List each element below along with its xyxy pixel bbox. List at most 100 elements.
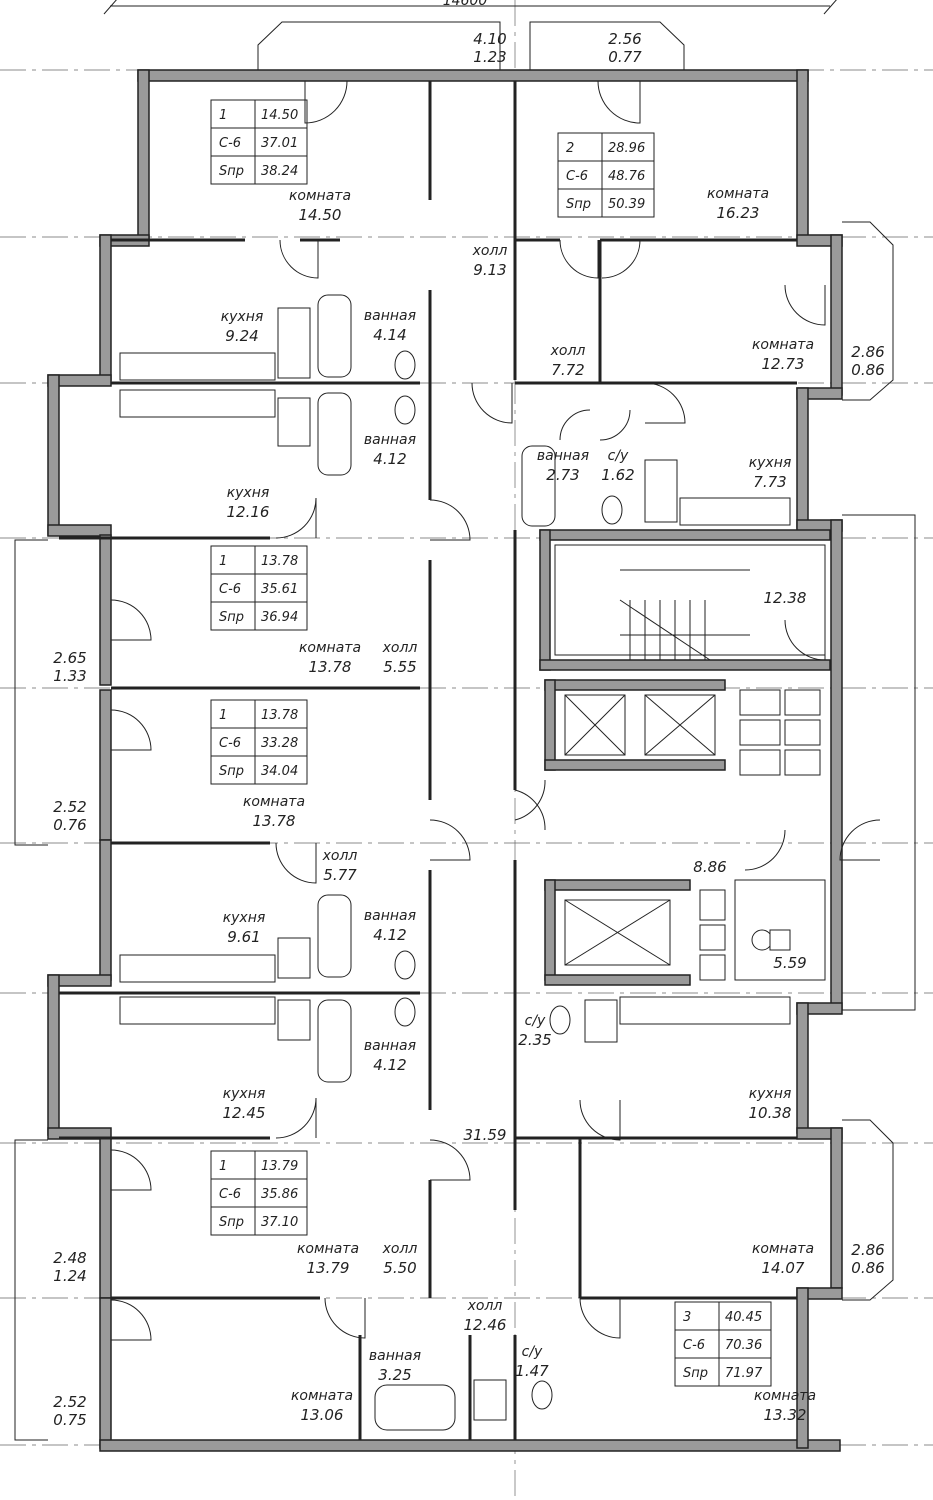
room-name: кухня	[749, 1086, 792, 1102]
room-area: 3.25	[378, 1366, 411, 1384]
balcony-side-4-coef: 0.86	[851, 1259, 884, 1277]
labels: 4.10 1.23 2.56 0.77 2.86 0.86 2.65 1.33 …	[53, 30, 884, 1429]
balcony-top-2-area: 2.56	[608, 30, 641, 48]
room-label: с/у 2.35	[518, 1013, 551, 1049]
room-label: кухня 12.45	[223, 1086, 266, 1122]
stair-core	[539, 529, 831, 986]
room-area: 5.55	[383, 658, 416, 676]
room-area: 7.72	[551, 361, 584, 379]
room-name: с/у	[525, 1013, 546, 1029]
room-area: 1.47	[515, 1362, 549, 1380]
room-area: 5.50	[383, 1259, 416, 1277]
apartment-living-area: 13.78	[261, 554, 298, 569]
apartment-s-value: 71.97	[725, 1366, 763, 1381]
room-area: 14.50	[299, 206, 342, 224]
room-name: холл	[322, 848, 358, 864]
room-name: комната	[243, 794, 305, 810]
room-name: кухня	[227, 485, 270, 501]
balcony-side-2-area: 2.65	[53, 649, 86, 667]
apartment-living-area: 13.78	[261, 708, 298, 723]
room-area: 5.77	[323, 866, 357, 884]
room-name: ванная	[369, 1348, 421, 1364]
apartment-c-value: 35.61	[261, 582, 298, 597]
room-name: ванная	[364, 1038, 416, 1054]
room-area: 16.23	[717, 204, 760, 222]
apartment-s-value: 37.10	[261, 1215, 298, 1230]
balcony-side-6-coef: 0.75	[53, 1411, 86, 1429]
apartment-rooms: 1	[219, 554, 227, 569]
room-name: ванная	[364, 308, 416, 324]
room-label: комната 13.32	[754, 1388, 816, 1424]
apartment-rooms: 1	[219, 708, 227, 723]
room-area: 8.86	[693, 858, 726, 876]
room-label: с/у1.47	[515, 1344, 549, 1380]
room-name: комната	[754, 1388, 816, 1404]
room-name: комната	[299, 640, 361, 656]
apartment-c-value: 48.76	[608, 169, 645, 184]
side-bays	[14, 221, 916, 1441]
apartment-c-label: С-6	[219, 736, 241, 751]
room-area: 7.73	[753, 473, 786, 491]
apartment-s-label: Sпр	[219, 1215, 244, 1230]
top-balconies	[257, 21, 685, 70]
apartment-c-value: 37.01	[261, 136, 298, 151]
apartment-s-value: 34.04	[261, 764, 298, 779]
room-area: 13.78	[253, 812, 296, 830]
outer-walls	[47, 69, 843, 1452]
balcony-side-1-area: 2.86	[851, 343, 884, 361]
room-label: 31.59	[464, 1126, 507, 1144]
room-label: 12.38	[764, 589, 807, 607]
room-area: 9.13	[473, 261, 506, 279]
room-name: с/у	[608, 448, 629, 464]
apartment-s-value: 38.24	[261, 164, 298, 179]
apartment-living-area: 13.79	[261, 1159, 298, 1174]
room-area: 5.59	[773, 954, 806, 972]
apartment-living-area: 28.96	[608, 141, 645, 156]
apartment-s-label: Sпр	[683, 1366, 708, 1381]
room-label: ванная 3.25	[369, 1348, 421, 1384]
apartment-rooms: 2	[566, 141, 574, 156]
apartment-s-label: Sпр	[219, 610, 244, 625]
apartment-s-label: Sпр	[566, 197, 591, 212]
room-area: 10.38	[749, 1104, 792, 1122]
balcony-side-3-coef: 0.76	[53, 816, 86, 834]
room-area: 12.45	[223, 1104, 266, 1122]
room-name: холл	[382, 1241, 418, 1257]
apartment-s-label: Sпр	[219, 764, 244, 779]
apartment-rooms: 3	[683, 1310, 691, 1325]
room-area: 2.35	[518, 1031, 551, 1049]
room-name: кухня	[223, 1086, 266, 1102]
room-name: комната	[752, 1241, 814, 1257]
balcony-side-5-area: 2.48	[53, 1249, 86, 1267]
room-area: 14.07	[762, 1259, 805, 1277]
room-area: 12.73	[762, 355, 805, 373]
room-name: холл	[467, 1298, 503, 1314]
room-name: кухня	[223, 910, 266, 926]
balcony-top-1-area: 4.10	[473, 30, 506, 48]
room-name: ванная	[364, 908, 416, 924]
apartment-c-label: С-6	[219, 1187, 241, 1202]
room-area: 13.32	[764, 1406, 807, 1424]
dimension-label: 14600	[443, 0, 488, 9]
apartment-rooms: 1	[219, 1159, 227, 1174]
